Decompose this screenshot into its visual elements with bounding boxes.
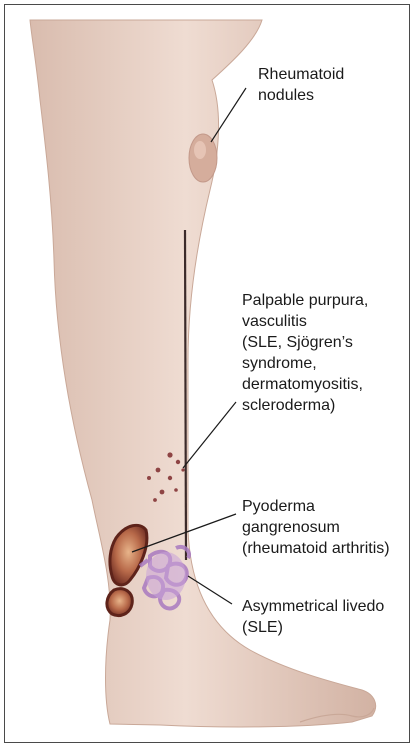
- label-line: vasculitis: [242, 311, 368, 332]
- label-line: syndrome,: [242, 353, 368, 374]
- label-line: Asymmetrical livedo: [242, 596, 384, 617]
- label-palpable-purpura: Palpable purpura, vasculitis (SLE, Sjögr…: [242, 290, 368, 416]
- label-rheumatoid-nodules: Rheumatoid nodules: [258, 64, 344, 106]
- label-line: dermatomyositis,: [242, 374, 368, 395]
- label-line: Pyoderma: [242, 496, 390, 517]
- nodule-highlight: [194, 141, 206, 159]
- label-line: Palpable purpura,: [242, 290, 368, 311]
- label-line: (SLE): [242, 617, 384, 638]
- label-asymmetrical-livedo: Asymmetrical livedo (SLE): [242, 596, 384, 638]
- leader-purpura: [183, 402, 236, 468]
- label-line: (rheumatoid arthritis): [242, 538, 390, 559]
- label-line: gangrenosum: [242, 517, 390, 538]
- label-line: (SLE, Sjögren’s: [242, 332, 368, 353]
- label-pyoderma-gangrenosum: Pyoderma gangrenosum (rheumatoid arthrit…: [242, 496, 390, 559]
- rheumatoid-nodule: [189, 134, 217, 182]
- shin-line: [185, 230, 186, 560]
- label-line: Rheumatoid: [258, 64, 344, 85]
- livedo-fill: [146, 552, 186, 600]
- label-line: scleroderma): [242, 395, 368, 416]
- label-line: nodules: [258, 85, 344, 106]
